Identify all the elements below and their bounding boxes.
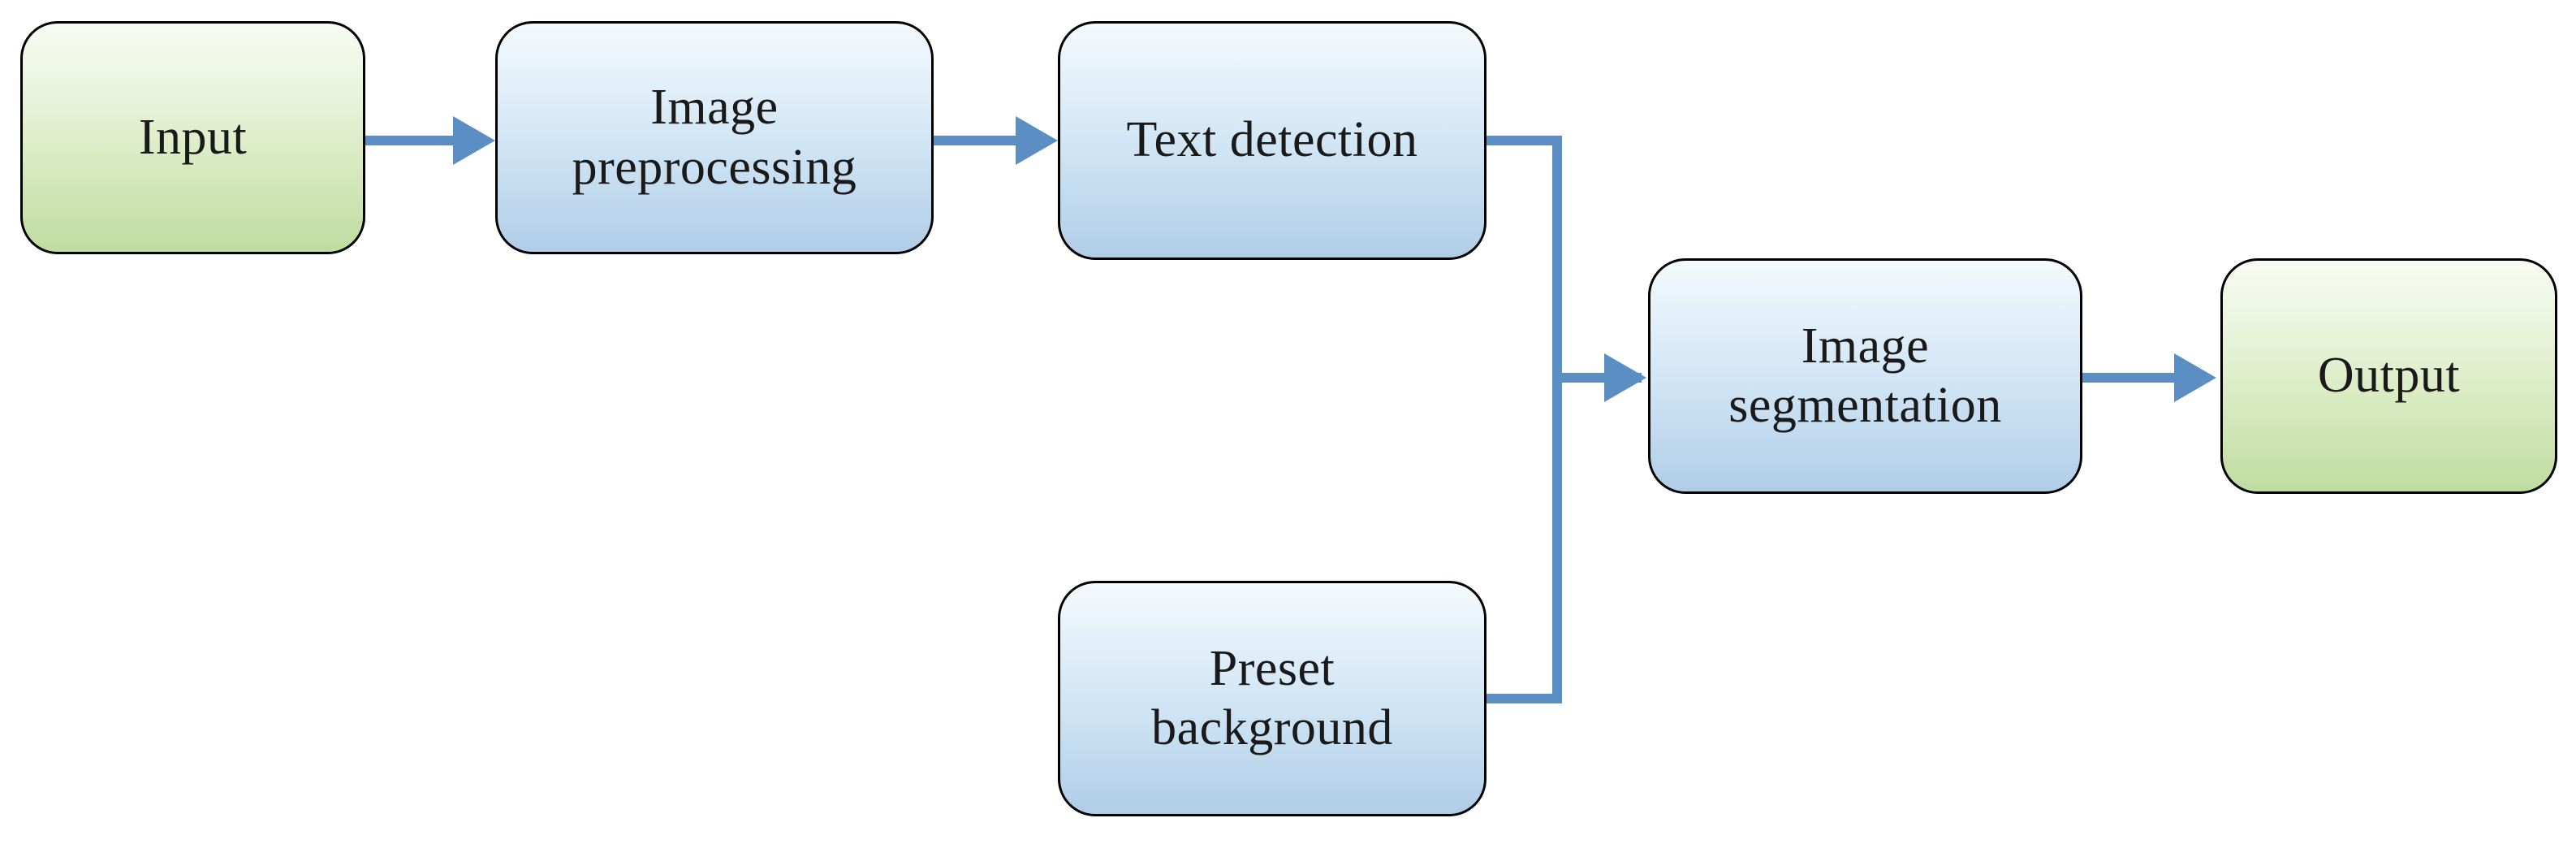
edge-segmentation-to-output-shaft [2080, 373, 2176, 383]
edge-detection-to-segmentation-vertical [1552, 136, 1562, 383]
edge-junction-to-segmentation-arrowhead [1604, 353, 1646, 402]
node-text-detection[interactable]: Text detection [1058, 21, 1486, 260]
node-text-detection-label: Text detection [1126, 112, 1418, 168]
node-output[interactable]: Output [2220, 258, 2557, 494]
edge-preprocessing-to-detection-shaft [931, 136, 1017, 145]
edge-background-to-segmentation-bottom-segment [1484, 694, 1562, 703]
node-input-label: Input [138, 109, 248, 165]
node-preset-background-label: Preset background [1151, 640, 1393, 755]
node-preset-background[interactable]: Preset background [1058, 581, 1486, 816]
edge-background-to-segmentation-vertical [1552, 373, 1562, 699]
node-image-preprocessing[interactable]: Image preprocessing [495, 21, 934, 254]
node-image-segmentation[interactable]: Image segmentation [1648, 258, 2082, 494]
edge-preprocessing-to-detection-arrowhead [1016, 116, 1058, 165]
edge-input-to-preprocessing-arrowhead [453, 116, 495, 165]
edge-segmentation-to-output-arrowhead [2174, 353, 2216, 402]
node-output-label: Output [2317, 348, 2461, 404]
edge-detection-to-segmentation-top-segment [1484, 136, 1562, 145]
edge-input-to-preprocessing-shaft [363, 136, 455, 145]
node-image-segmentation-label: Image segmentation [1728, 318, 2002, 433]
node-input[interactable]: Input [20, 21, 365, 254]
node-image-preprocessing-label: Image preprocessing [572, 80, 857, 195]
